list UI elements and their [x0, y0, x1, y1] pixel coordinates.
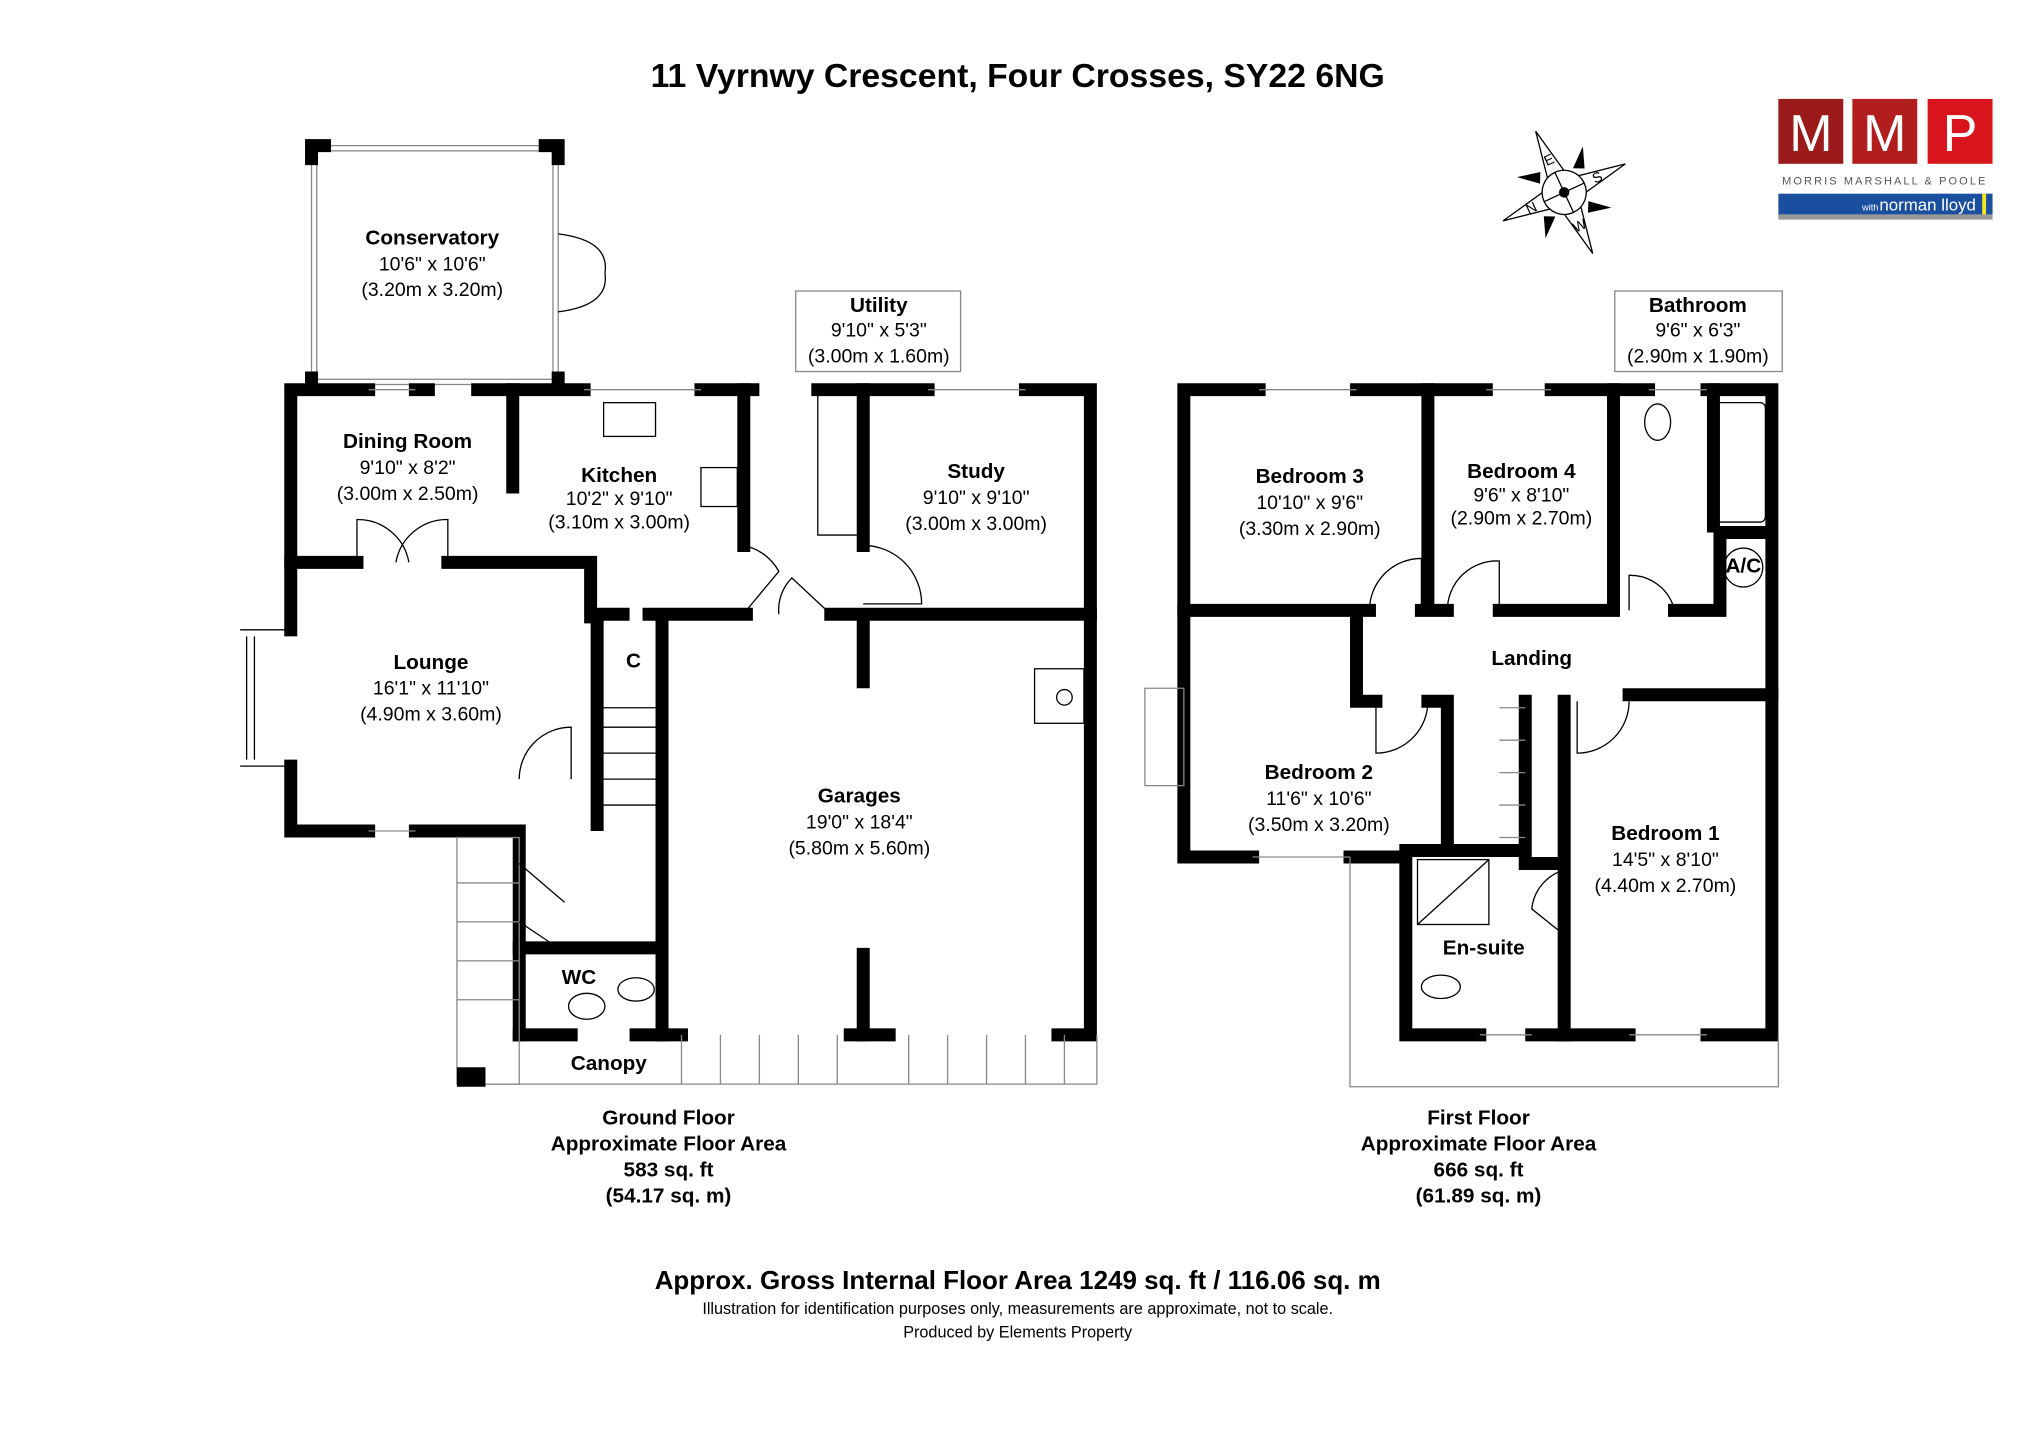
svg-text:norman lloyd: norman lloyd	[1879, 196, 1976, 215]
svg-text:Approximate Floor Area: Approximate Floor Area	[551, 1132, 787, 1155]
svg-text:Ground Floor: Ground Floor	[602, 1106, 735, 1129]
svg-text:S: S	[1590, 169, 1605, 188]
svg-text:Bedroom 3: Bedroom 3	[1256, 465, 1364, 488]
label-en-suite: En-suite	[1443, 936, 1525, 959]
compass-icon: E S W N	[1502, 130, 1626, 254]
svg-text:(3.00m x 1.60m): (3.00m x 1.60m)	[808, 345, 950, 367]
svg-text:E: E	[1542, 151, 1557, 170]
svg-text:(2.90m x 2.70m): (2.90m x 2.70m)	[1450, 508, 1592, 530]
label-canopy: Canopy	[571, 1052, 648, 1075]
svg-text:666 sq. ft: 666 sq. ft	[1434, 1158, 1524, 1181]
svg-text:Study: Study	[947, 460, 1005, 483]
svg-text:9'10" x 9'10": 9'10" x 9'10"	[923, 487, 1030, 509]
page-title: 11 Vyrnwy Crescent, Four Crosses, SY22 6…	[651, 57, 1385, 95]
svg-text:Bedroom 1: Bedroom 1	[1611, 822, 1719, 845]
room-garages: Garages 19'0" x 18'4" (5.80m x 5.60m)	[788, 784, 930, 859]
room-study: Study 9'10" x 9'10" (3.00m x 3.00m)	[905, 460, 1047, 535]
label-wc: WC	[562, 966, 597, 989]
svg-text:Bedroom 2: Bedroom 2	[1265, 761, 1373, 784]
producer: Produced by Elements Property	[903, 1323, 1133, 1341]
ground-floor-plan	[240, 139, 1098, 1087]
svg-text:(3.10m x 3.00m): (3.10m x 3.00m)	[548, 512, 690, 534]
svg-text:Dining Room: Dining Room	[343, 430, 472, 453]
svg-text:11'6" x 10'6": 11'6" x 10'6"	[1266, 788, 1371, 810]
room-bedroom-3: Bedroom 3 10'10" x 9'6" (3.30m x 2.90m)	[1239, 465, 1381, 540]
mmp-logo: M M P MORRIS MARSHALL & POOLE with norma…	[1778, 98, 1993, 220]
svg-text:(3.00m x 3.00m): (3.00m x 3.00m)	[905, 513, 1047, 535]
svg-text:Kitchen: Kitchen	[581, 464, 657, 487]
svg-text:10'10" x 9'6": 10'10" x 9'6"	[1256, 492, 1363, 514]
room-bedroom-4: Bedroom 49'6" x 8'10"(2.90m x 2.70m)	[1450, 460, 1592, 530]
svg-text:MORRIS MARSHALL & POOLE: MORRIS MARSHALL & POOLE	[1782, 176, 1987, 188]
svg-text:Bathroom: Bathroom	[1649, 294, 1747, 317]
svg-text:14'5" x 8'10": 14'5" x 8'10"	[1612, 849, 1719, 871]
room-bedroom-1: Bedroom 1 14'5" x 8'10" (4.40m x 2.70m)	[1595, 822, 1737, 897]
svg-text:9'10" x 5'3": 9'10" x 5'3"	[831, 319, 927, 341]
ground-floor-caption: Ground Floor Approximate Floor Area 583 …	[551, 1106, 787, 1207]
room-dining-room: Dining Room 9'10" x 8'2" (3.00m x 2.50m)	[337, 430, 479, 505]
disclaimer: Illustration for identification purposes…	[702, 1300, 1333, 1318]
gross-area: Approx. Gross Internal Floor Area 1249 s…	[655, 1265, 1381, 1295]
svg-text:16'1" x 11'10": 16'1" x 11'10"	[373, 678, 489, 700]
svg-text:(61.89 sq. m): (61.89 sq. m)	[1416, 1184, 1542, 1207]
room-bedroom-2: Bedroom 2 11'6" x 10'6" (3.50m x 3.20m)	[1248, 761, 1390, 836]
svg-text:with: with	[1861, 203, 1878, 213]
svg-text:(4.90m x 3.60m): (4.90m x 3.60m)	[360, 704, 502, 726]
svg-text:First Floor: First Floor	[1427, 1106, 1530, 1129]
svg-text:Conservatory: Conservatory	[365, 226, 499, 249]
svg-text:9'10" x 8'2": 9'10" x 8'2"	[360, 457, 456, 479]
svg-text:Lounge: Lounge	[394, 651, 469, 674]
first-floor-caption: First Floor Approximate Floor Area 666 s…	[1361, 1106, 1597, 1207]
svg-text:10'2" x 9'10": 10'2" x 9'10"	[566, 488, 673, 510]
svg-text:M: M	[1789, 105, 1832, 163]
svg-text:(54.17 sq. m): (54.17 sq. m)	[606, 1184, 732, 1207]
label-airing-cupboard: A/C	[1725, 555, 1761, 578]
svg-text:Utility: Utility	[850, 294, 908, 317]
svg-text:(3.00m x 2.50m): (3.00m x 2.50m)	[337, 483, 479, 505]
svg-text:(3.30m x 2.90m): (3.30m x 2.90m)	[1239, 518, 1381, 540]
svg-text:(3.20m x 3.20m): (3.20m x 3.20m)	[361, 279, 503, 301]
first-floor-plan	[1144, 383, 1780, 1088]
svg-text:9'6" x 8'10": 9'6" x 8'10"	[1473, 484, 1569, 506]
svg-text:10'6" x 10'6": 10'6" x 10'6"	[379, 253, 486, 275]
label-cupboard: C	[626, 649, 641, 672]
svg-text:Approximate Floor Area: Approximate Floor Area	[1361, 1132, 1597, 1155]
room-conservatory: Conservatory 10'6" x 10'6" (3.20m x 3.20m)	[361, 226, 503, 301]
label-landing: Landing	[1491, 647, 1572, 670]
svg-text:(5.80m x 5.60m): (5.80m x 5.60m)	[788, 837, 930, 859]
svg-text:19'0" x 18'4": 19'0" x 18'4"	[806, 811, 913, 833]
svg-text:583 sq. ft: 583 sq. ft	[624, 1158, 714, 1181]
room-lounge: Lounge 16'1" x 11'10" (4.90m x 3.60m)	[360, 651, 502, 726]
svg-text:(3.50m x 3.20m): (3.50m x 3.20m)	[1248, 814, 1390, 836]
svg-text:M: M	[1863, 105, 1906, 163]
svg-text:(4.40m x 2.70m): (4.40m x 2.70m)	[1595, 875, 1737, 897]
svg-text:9'6" x 6'3": 9'6" x 6'3"	[1655, 319, 1740, 341]
svg-text:Bedroom 4: Bedroom 4	[1467, 460, 1576, 483]
svg-text:(2.90m x 1.90m): (2.90m x 1.90m)	[1627, 345, 1769, 367]
svg-text:Garages: Garages	[818, 784, 901, 807]
svg-text:P: P	[1943, 105, 1978, 163]
